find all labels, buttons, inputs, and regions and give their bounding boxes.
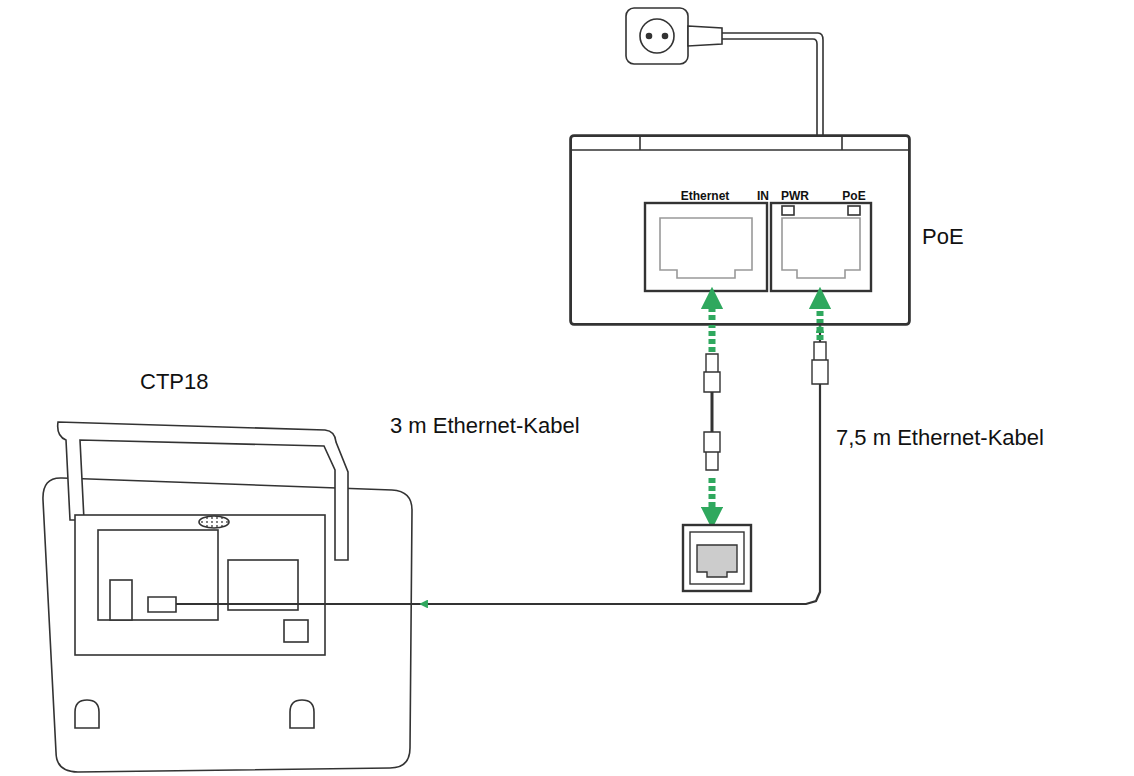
port-area	[284, 620, 308, 642]
led	[782, 206, 794, 215]
power-cord	[722, 39, 817, 136]
back-plate	[75, 515, 325, 655]
cable-label: 3 m Ethernet-Kabel	[390, 414, 580, 438]
cable-label: 7,5 m Ethernet-Kabel	[836, 426, 1044, 450]
power-cord	[722, 33, 823, 136]
led	[848, 206, 860, 215]
ethernet-cable	[420, 325, 820, 604]
insert-arrow	[709, 298, 716, 352]
phone-foot	[290, 700, 314, 728]
rj45-plug	[812, 342, 828, 384]
poe-injector-box: PoE	[570, 135, 910, 325]
phone-foot	[75, 700, 99, 728]
wall-jack	[683, 525, 751, 591]
back-cover	[98, 530, 218, 620]
device-heading: CTP18	[140, 370, 208, 394]
port-area	[110, 580, 132, 620]
socket-ring	[640, 19, 674, 53]
phone-box: CTP18	[40, 410, 420, 774]
port-label: PWR	[781, 190, 809, 203]
rj45-plug	[704, 432, 720, 470]
ctp18-phone	[43, 422, 420, 772]
insert-arrow	[817, 298, 824, 340]
short-cable	[683, 354, 751, 591]
poe-injector	[570, 135, 910, 325]
cable	[176, 603, 420, 605]
device-heading: PoE	[922, 225, 964, 249]
phone-body	[43, 478, 412, 772]
insert-arrow	[709, 478, 716, 518]
socket-hole	[647, 34, 652, 39]
plug-body	[688, 26, 722, 46]
injector-lid	[570, 135, 910, 150]
rj45-plug	[148, 597, 176, 612]
injector-body	[570, 135, 910, 325]
wall-jack-frame	[690, 532, 744, 584]
insert-arrows	[142, 298, 820, 628]
speaker-grille	[199, 516, 229, 528]
port-label: PoE	[842, 190, 865, 203]
rj45-plug	[704, 354, 720, 392]
jack-socket	[697, 545, 737, 577]
socket-hole	[663, 34, 668, 39]
port-socket	[782, 218, 860, 278]
poe-port	[771, 203, 871, 291]
socket-face	[626, 8, 688, 64]
cable	[711, 392, 714, 432]
ethernet-port	[645, 203, 767, 291]
port-label: Ethernet	[681, 190, 730, 203]
power-plug	[626, 8, 823, 136]
long-cable-plug	[812, 342, 828, 384]
port-socket	[660, 218, 752, 278]
port-label: IN	[757, 190, 769, 203]
back-recess	[228, 560, 298, 610]
